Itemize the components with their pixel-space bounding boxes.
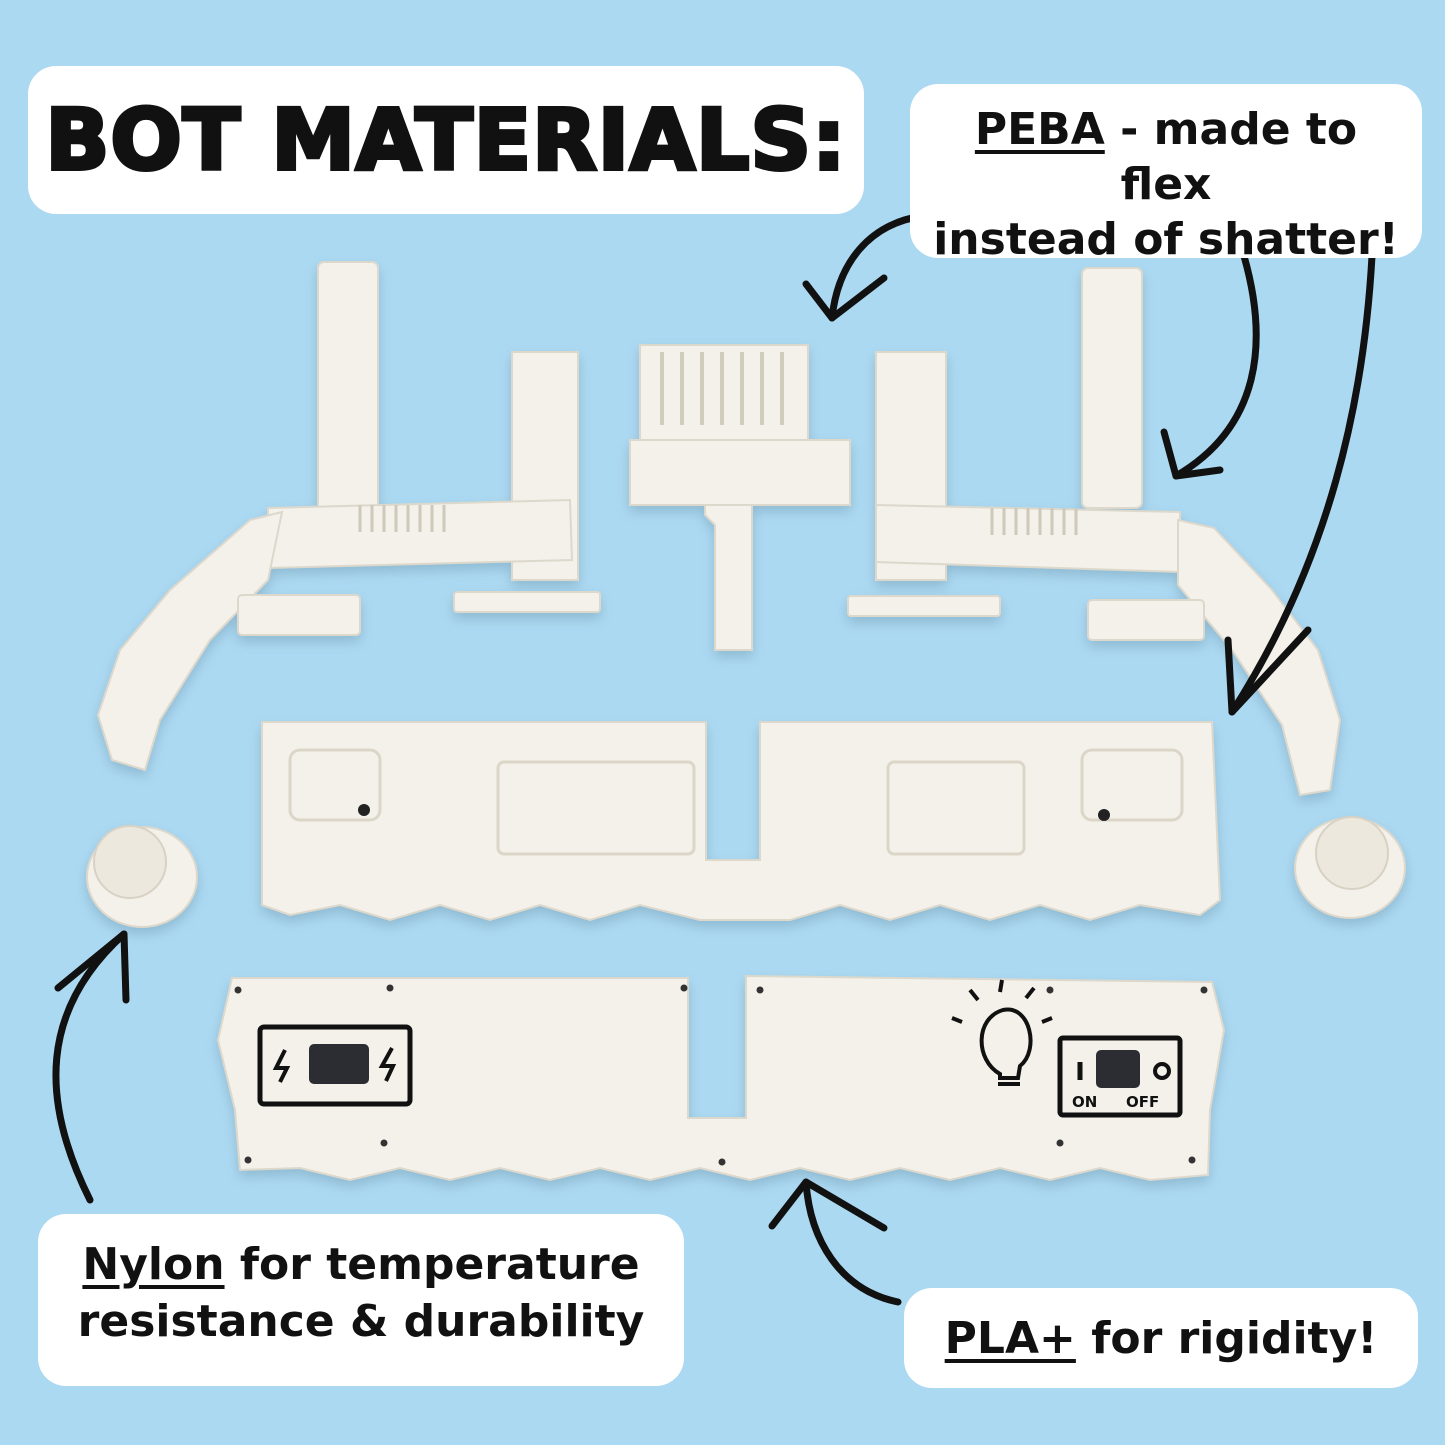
nylon-line2: resistance & durability [77,1296,645,1348]
peba-line1: PEBA - made to flex [974,104,1358,210]
chassis-detail [288,748,1184,856]
right-arm-comb-slots [990,508,1078,535]
pla-callout: PLA+ for rigidity! [904,1288,1418,1388]
chassis-screw-right [1098,809,1110,821]
arrow-pla-to-panel [802,1178,902,1306]
nylon-line1: Nylon for temperature [82,1239,640,1290]
center-comb-teeth [660,352,784,425]
chassis-part [261,721,1222,922]
light-bulb-icon [951,979,1053,1086]
battery-switch-graphic [257,1024,413,1107]
pla-rest: for rigidity! [1075,1312,1378,1364]
title-card: BOT MATERIALS: [28,66,864,214]
nylon-name: Nylon [82,1239,225,1290]
right-wheel-part [1294,816,1406,919]
arrow-peba-to-right-tail [1228,252,1376,716]
right-arm-part [847,267,1342,797]
switch-on-label: ON [1072,1093,1097,1111]
pla-name: PLA+ [944,1312,1076,1364]
power-switch-graphic [1057,1035,1183,1118]
front-panel-part [216,974,1226,1182]
peba-line2: instead of shatter! [933,214,1399,265]
arrow-peba-to-right-arm [1172,252,1260,480]
lightning-icon-right [378,1047,397,1082]
peba-callout: PEBA - made to flex instead of shatter! [910,84,1422,265]
left-arm-comb-slots [358,505,446,532]
left-arm-part [96,261,601,772]
arrow-nylon-to-wheel [52,930,128,1204]
peba-name: PEBA [974,104,1105,155]
arrow-peba-to-comb [828,212,926,322]
left-wheel-part [86,825,198,928]
front-panel-holes [234,984,1208,1166]
chassis-screw-left [358,804,370,816]
lightning-icon-left [272,1049,291,1083]
page-title: BOT MATERIALS: [43,89,847,191]
nylon-callout: Nylon for temperature resistance & durab… [38,1214,684,1386]
switch-off-label: OFF [1126,1093,1159,1111]
arrows [52,212,1376,1306]
